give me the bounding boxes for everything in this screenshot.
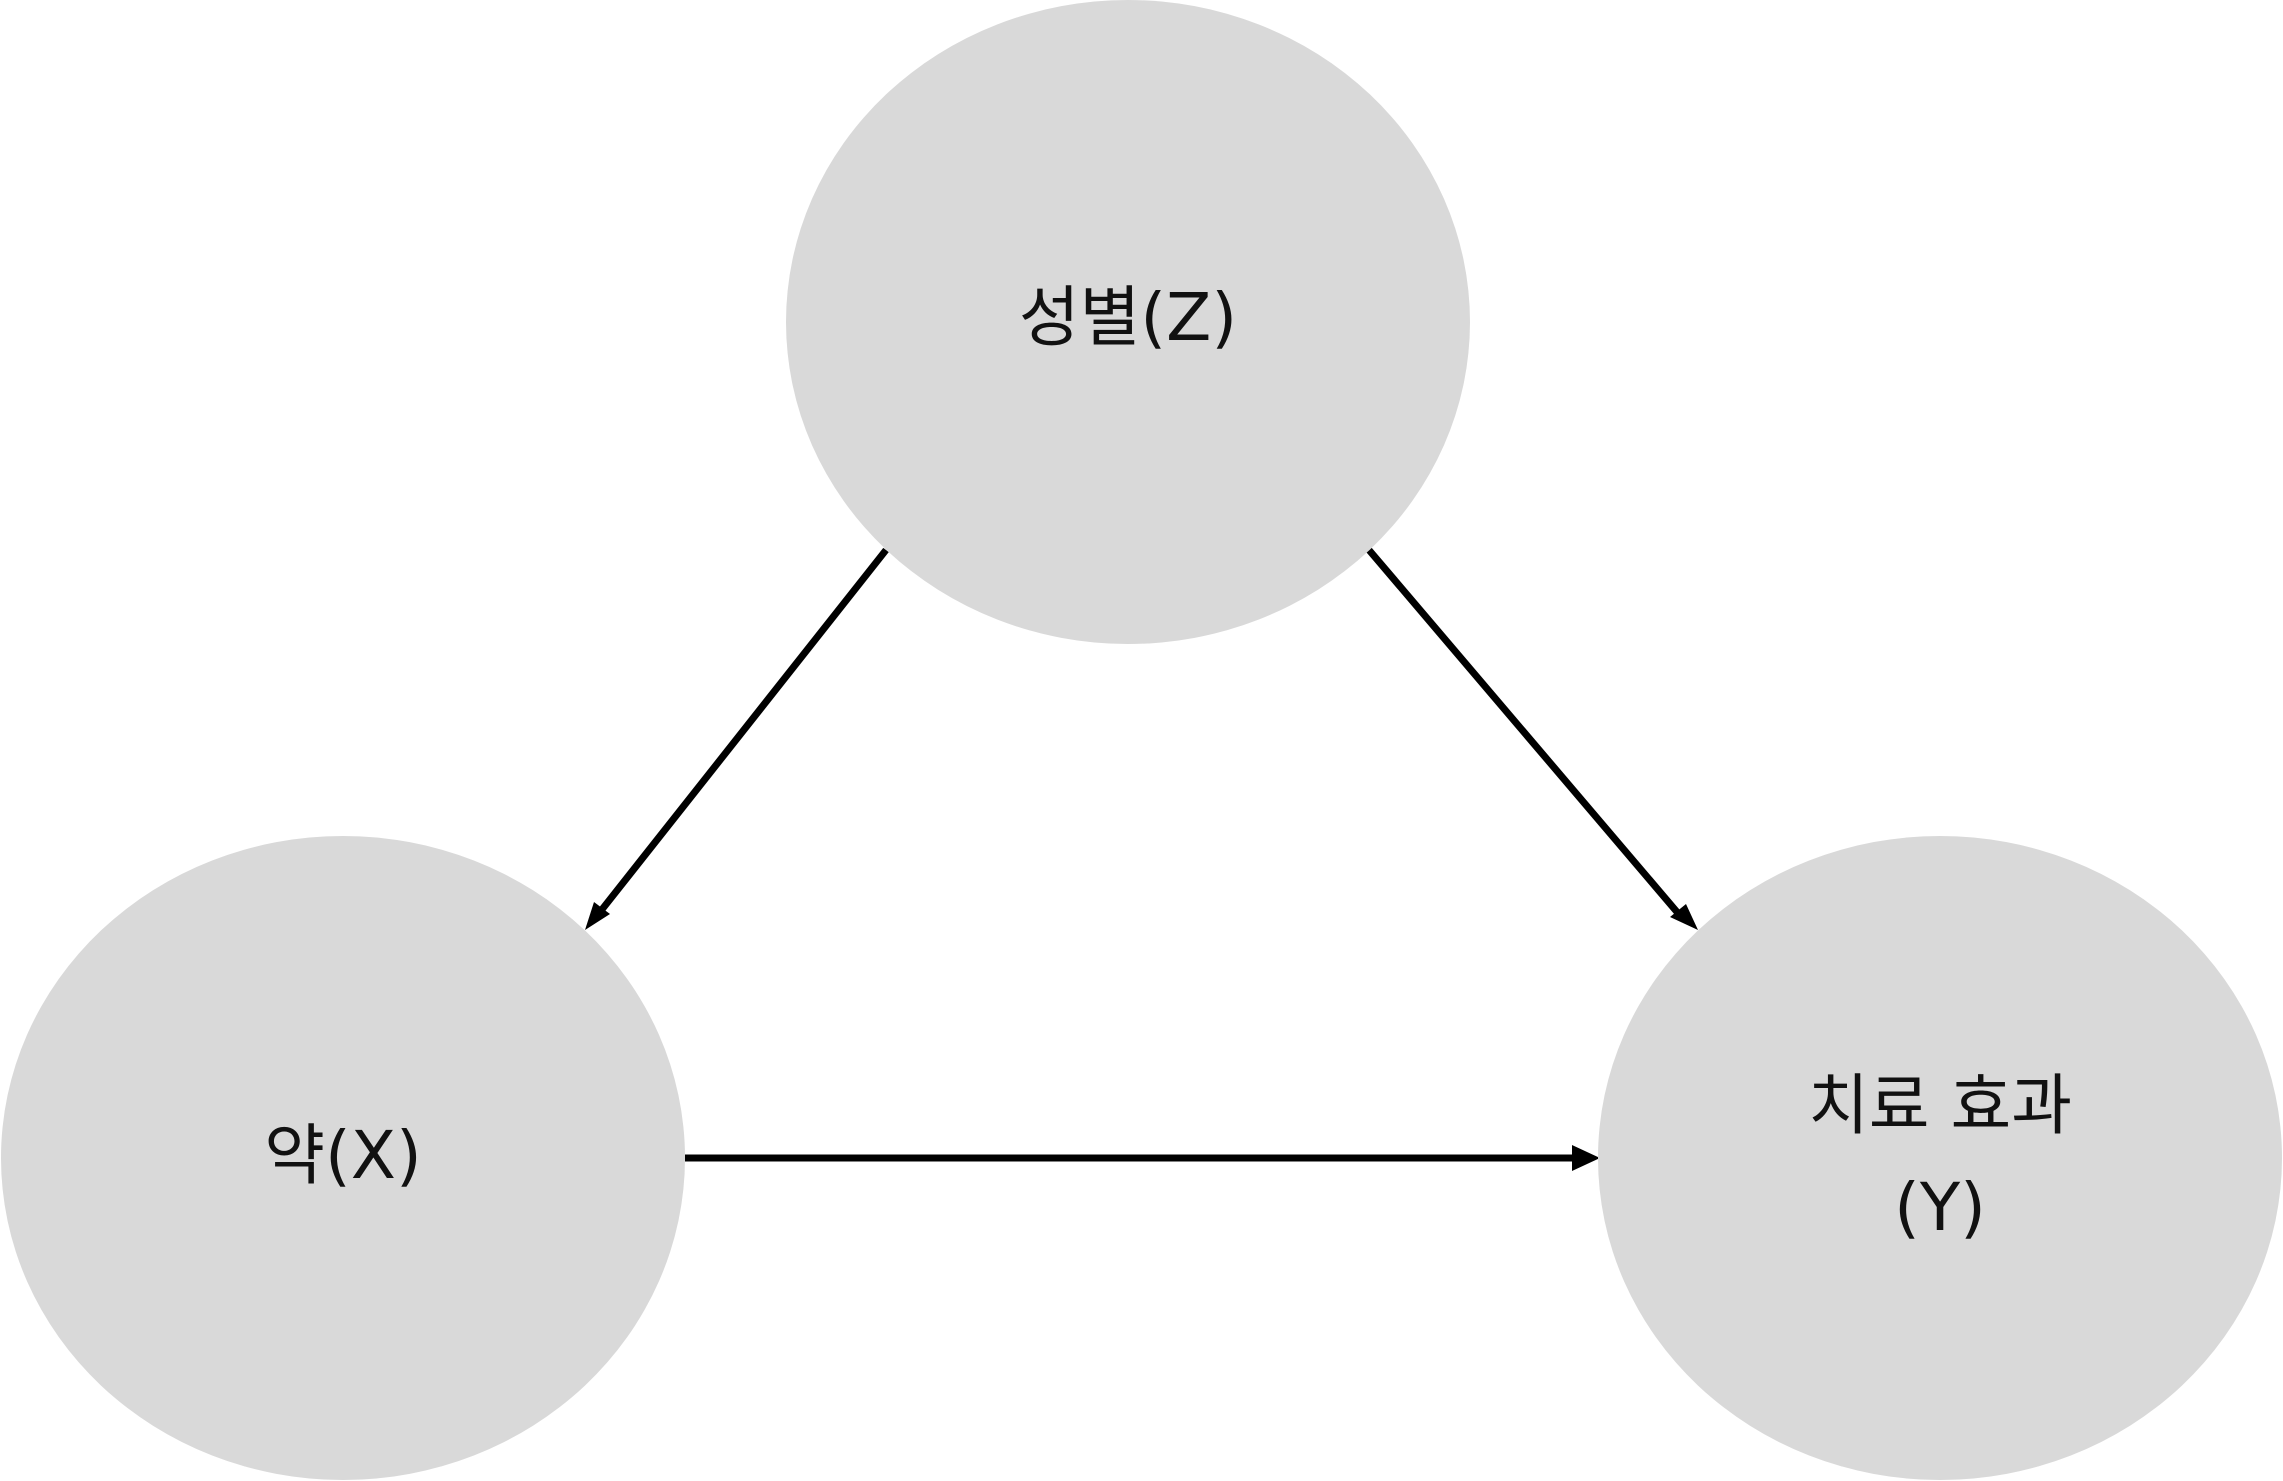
node-y-label-line-1: 치료 효과 xyxy=(1808,1067,2072,1144)
node-y-label-line-2: (Y) xyxy=(1894,1169,1986,1246)
arrowhead-x-to-y xyxy=(1572,1145,1600,1171)
arrowhead-z-to-y xyxy=(1670,904,1698,930)
node-z-shape xyxy=(786,0,1470,644)
node-x-shape xyxy=(1,836,685,1480)
node-y: 치료 효과 (Y) xyxy=(1598,836,2282,1480)
arrowhead-z-to-x xyxy=(585,902,610,930)
node-z-label: 성별(Z) xyxy=(1019,279,1237,356)
node-z: 성별(Z) xyxy=(786,0,1470,644)
node-x: 약(X) xyxy=(1,836,685,1480)
node-x-label: 약(X) xyxy=(264,1117,421,1194)
edge-z-to-x xyxy=(585,547,889,930)
node-y-shape xyxy=(1598,836,2282,1480)
edge-z-to-y xyxy=(1366,547,1698,930)
edges xyxy=(585,547,1698,1171)
edge-x-to-y xyxy=(685,1145,1600,1171)
